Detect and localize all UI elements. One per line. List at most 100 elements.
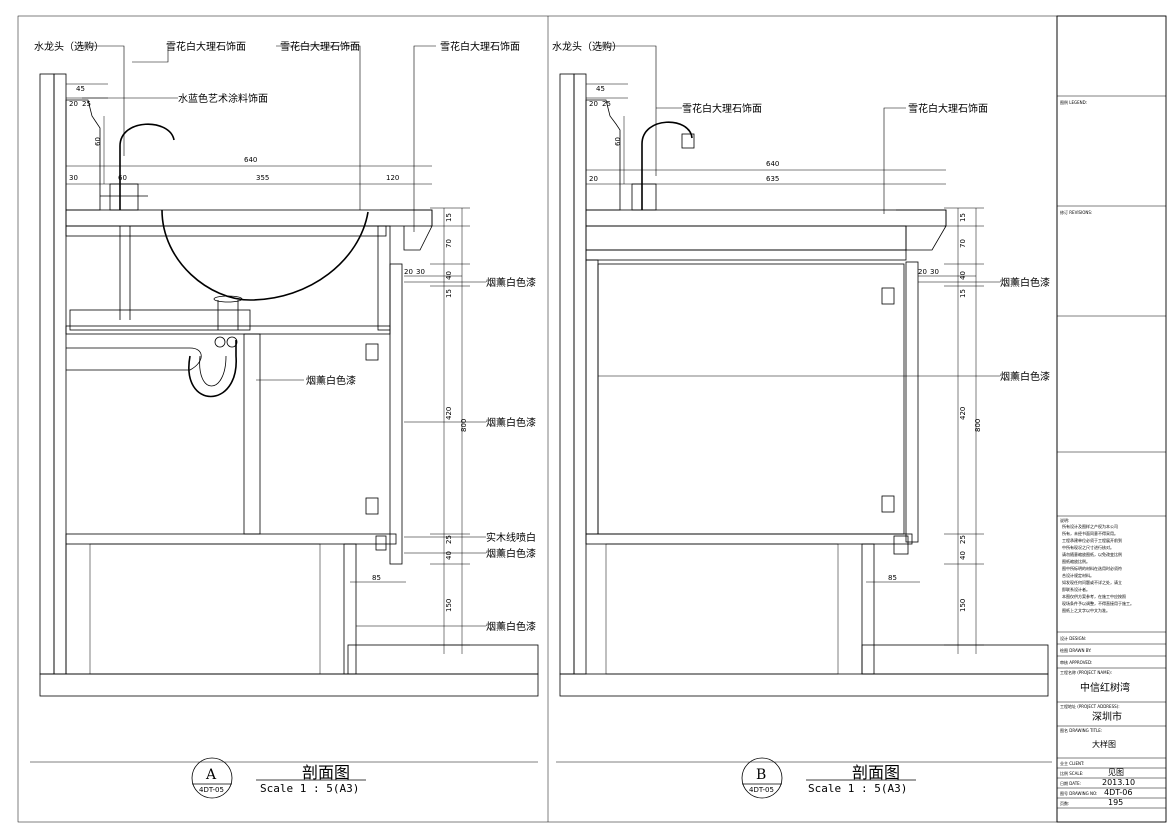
dim-value: 15 (959, 289, 967, 298)
note-line: 工程承建单位必须于工程展开前到 (1062, 537, 1122, 543)
note-line: 即联系设计者。 (1062, 586, 1090, 592)
note-line: 图纸缩放比例。 (1062, 558, 1090, 564)
marble-countertop (585, 209, 947, 227)
marble-countertop (65, 209, 433, 227)
label-paint: 烟薰白色漆 (1000, 370, 1050, 383)
hinge (365, 343, 379, 361)
p-trap-inner (199, 355, 227, 387)
notes-title: 说明: (1060, 517, 1069, 523)
section-bubble (191, 757, 233, 799)
undermount-basin (161, 209, 369, 301)
dimension-lines (66, 83, 470, 654)
dim-value: 40 (959, 271, 967, 280)
dim-value: 45 (76, 85, 85, 93)
faucet-spout (119, 123, 175, 210)
title-block-frame (1056, 15, 1167, 823)
partition-panel (243, 333, 261, 535)
dim-value: 70 (445, 239, 453, 248)
floor-hatch (559, 673, 1049, 697)
faucet-aerator (681, 133, 695, 149)
hinge (365, 497, 379, 515)
sheet-border (17, 15, 1167, 823)
dim-value: 45 (596, 85, 605, 93)
revisions-label: 修订 REVISIONS: (1060, 209, 1092, 215)
bottom-panel (65, 533, 397, 545)
dim-value: 30 (416, 268, 425, 276)
dim-value: 150 (445, 599, 453, 612)
supply-pipe (119, 226, 131, 320)
cabinet-interior (597, 263, 905, 535)
checked-label: 审核 APPROVED: (1060, 659, 1092, 665)
floor-screed (861, 644, 1049, 675)
trap-nut (226, 336, 238, 348)
dim-value: 355 (256, 174, 269, 182)
hinge (881, 287, 895, 305)
dim-value: 85 (372, 574, 381, 582)
wall-hatch (559, 73, 575, 675)
project-name-label: 工程名称 (PROJECT NAME): (1060, 669, 1112, 675)
side-panel (585, 259, 599, 535)
scale-value: 见图 (1108, 768, 1124, 777)
legend-label: 图例 LEGEND: (1060, 99, 1087, 105)
wall-drain-arm (66, 347, 202, 371)
label-paint: 烟薰白色漆 (486, 416, 536, 429)
label-marble: 雪花白大理石饰面 (908, 102, 988, 115)
wood-molding (893, 535, 909, 555)
dim-value: 40 (959, 551, 967, 560)
project-address: 深圳市 (1092, 710, 1122, 723)
note-line: 中所有现况之尺寸进行核对。 (1062, 544, 1114, 550)
dim-value: 25 (445, 535, 453, 544)
note-line: 现场条件予以调整，不得直接用于施工。 (1062, 600, 1134, 606)
drawing-no-value: 4DT-06 (1104, 788, 1132, 797)
dim-value: 800 (974, 419, 982, 432)
dimension-lines (586, 83, 984, 654)
dim-value: 420 (445, 407, 453, 420)
section-ref: 4DT-05 (749, 786, 774, 794)
hinge (881, 495, 895, 513)
cabinet-door (905, 261, 919, 543)
section-letter: B (756, 767, 766, 783)
faucet-body (109, 183, 139, 211)
leader-lines (598, 45, 1000, 377)
toe-space (605, 543, 839, 675)
faucet-body (631, 183, 657, 211)
countertop-edge (380, 209, 433, 251)
leader-lines (78, 45, 486, 627)
toe-space (89, 543, 321, 675)
label-paint: 烟薰白色漆 (486, 547, 536, 560)
drawing-no-label: 图号 DRAWING NO: (1060, 790, 1097, 796)
countertop-edge (896, 209, 947, 251)
dim-value: 25 (602, 100, 611, 108)
project-name: 中信红树湾 (1080, 681, 1130, 694)
date-value: 2013.10 (1102, 778, 1135, 787)
label-faucet: 水龙头（选购） (552, 40, 622, 53)
marble-backsplash (65, 99, 101, 211)
title-block-grid (1057, 95, 1166, 809)
label-marble: 雪花白大理石饰面 (440, 40, 520, 53)
dim-value: 20 (589, 100, 598, 108)
p-trap (188, 340, 237, 398)
note-line: 合设计规定材料。 (1062, 572, 1094, 578)
scale-label: 比例 SCALE: (1060, 770, 1083, 776)
label-wood-line: 实木线喷白 (486, 531, 536, 544)
section-letter: A (205, 767, 217, 783)
note-line: 请勿随意缩放图纸，以免改变比例 (1062, 551, 1122, 557)
section-ref: 4DT-05 (199, 786, 224, 794)
label-marble: 雪花白大理石饰面 (682, 102, 762, 115)
plinth (343, 543, 357, 675)
cabinet-door (389, 263, 403, 565)
dim-value: 60 (118, 174, 127, 182)
dim-value: 25 (82, 100, 91, 108)
note-line: 图中所标明的材料在选用时必须符 (1062, 565, 1122, 571)
design-label: 设计 DESIGN: (1060, 635, 1086, 641)
side-panel (377, 225, 391, 331)
wood-molding (375, 535, 387, 551)
dim-value: 15 (445, 289, 453, 298)
label-faucet: 水龙头（选购） (34, 40, 104, 53)
dim-value: 800 (460, 419, 468, 432)
client-label: 业主 CLIENT: (1060, 760, 1084, 766)
section-scale: Scale 1 : 5(A3) (808, 782, 907, 795)
dim-value: 120 (386, 174, 399, 182)
section-scale: Scale 1 : 5(A3) (260, 782, 359, 795)
